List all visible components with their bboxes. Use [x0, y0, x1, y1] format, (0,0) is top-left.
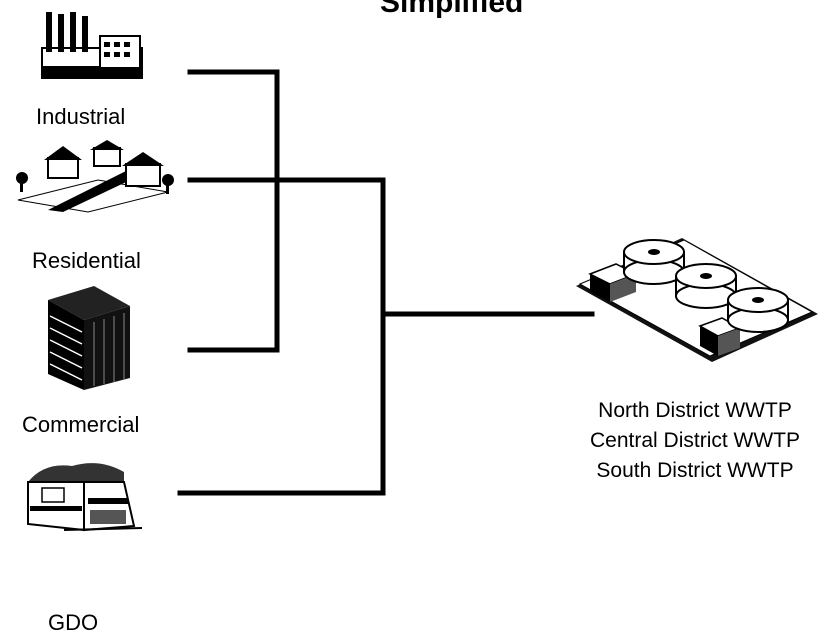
source-label-gdo: GDO	[48, 610, 99, 635]
plant-label-south: South District WWTP	[596, 459, 794, 482]
source-label-industrial: Industrial	[36, 104, 126, 129]
factory-icon	[41, 12, 143, 79]
restaurant-icon	[27, 463, 143, 532]
plant-label-north: North District WWTP	[598, 399, 792, 422]
plant-label-central: Central District WWTP	[590, 429, 800, 452]
source-label-commercial: Commercial	[22, 412, 140, 437]
clarifier-tanks	[623, 239, 789, 333]
source-label-residential: Residential	[32, 248, 141, 273]
office-building-icon	[48, 286, 130, 390]
houses-icon	[16, 140, 174, 213]
wastewater-treatment-plant-icon	[576, 238, 818, 362]
diagram-title: Simplified	[380, 0, 524, 19]
industrial-connector	[187, 69, 280, 353]
plant-labels: North District WWTP Central District WWT…	[555, 396, 835, 486]
